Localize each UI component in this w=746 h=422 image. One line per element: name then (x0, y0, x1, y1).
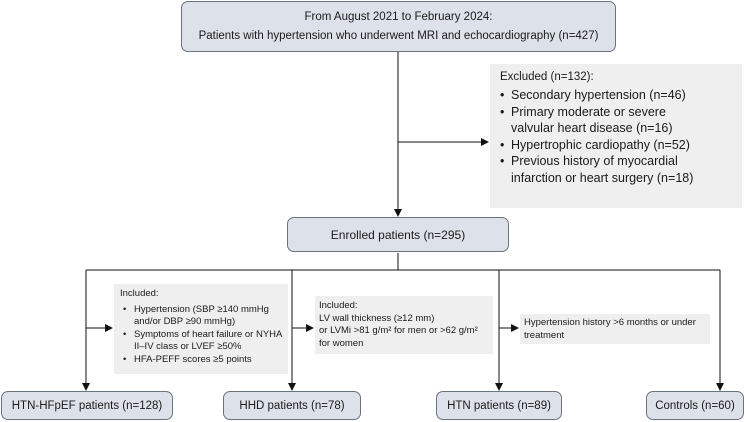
excluded-item: Hypertrophic cardiopathy (n=52) (500, 137, 732, 154)
group-controls: Controls (n=60) (646, 391, 744, 420)
excluded-item: Secondary hypertension (n=46) (500, 87, 732, 104)
excluded-item: Previous history of myocardial infarctio… (500, 153, 731, 186)
criteria-hhd-title: Included: (319, 300, 358, 311)
criteria-item: HFA-PEFF scores ≥5 points (123, 354, 282, 367)
criteria-htn-hfpef-list: Hypertension (SBP ≥140 mmHg and/or DBP ≥… (120, 304, 282, 367)
criteria-item: Symptoms of heart failure or NYHA II–IV … (123, 329, 284, 354)
criteria-htn-hfpef: Included: Hypertension (SBP ≥140 mmHg an… (114, 284, 288, 374)
criteria-htn-line1: Hypertension history >6 months or under … (524, 317, 696, 341)
excluded-list: Secondary hypertension (n=46) Primary mo… (500, 87, 732, 186)
criteria-hhd: Included: LV wall thickness (≥12 mm) or … (315, 296, 493, 354)
excluded-box: Excluded (n=132): Secondary hypertension… (490, 64, 742, 208)
group-hhd: HHD patients (n=78) (223, 391, 361, 420)
group-htn-hfpef: HTN-HFpEF patients (n=128) (1, 391, 173, 420)
excluded-title: Excluded (n=132): (500, 71, 594, 83)
criteria-hhd-line2: or LVMi >81 g/m² for men or >62 g/m² for… (319, 325, 478, 349)
criteria-hhd-line1: LV wall thickness (≥12 mm) (319, 312, 435, 324)
top-box: From August 2021 to February 2024: Patie… (181, 1, 616, 52)
group-htn-hfpef-label: HTN-HFpEF patients (n=128) (11, 399, 163, 412)
criteria-item: Hypertension (SBP ≥140 mmHg and/or DBP ≥… (123, 304, 284, 329)
group-htn: HTN patients (n=89) (436, 391, 562, 420)
group-controls-label: Controls (n=60) (655, 399, 735, 412)
top-box-line2: Patients with hypertension who underwent… (198, 29, 599, 42)
top-box-line1: From August 2021 to February 2024: (304, 10, 493, 23)
criteria-htn-hfpef-title: Included: (120, 288, 159, 299)
excluded-item: Primary moderate or severe valvular hear… (500, 104, 707, 137)
enrolled-box: Enrolled patients (n=295) (287, 217, 509, 252)
group-hhd-label: HHD patients (n=78) (239, 399, 345, 412)
enrolled-label: Enrolled patients (n=295) (330, 227, 466, 242)
group-htn-label: HTN patients (n=89) (447, 399, 551, 412)
criteria-htn: Hypertension history >6 months or under … (520, 314, 710, 344)
